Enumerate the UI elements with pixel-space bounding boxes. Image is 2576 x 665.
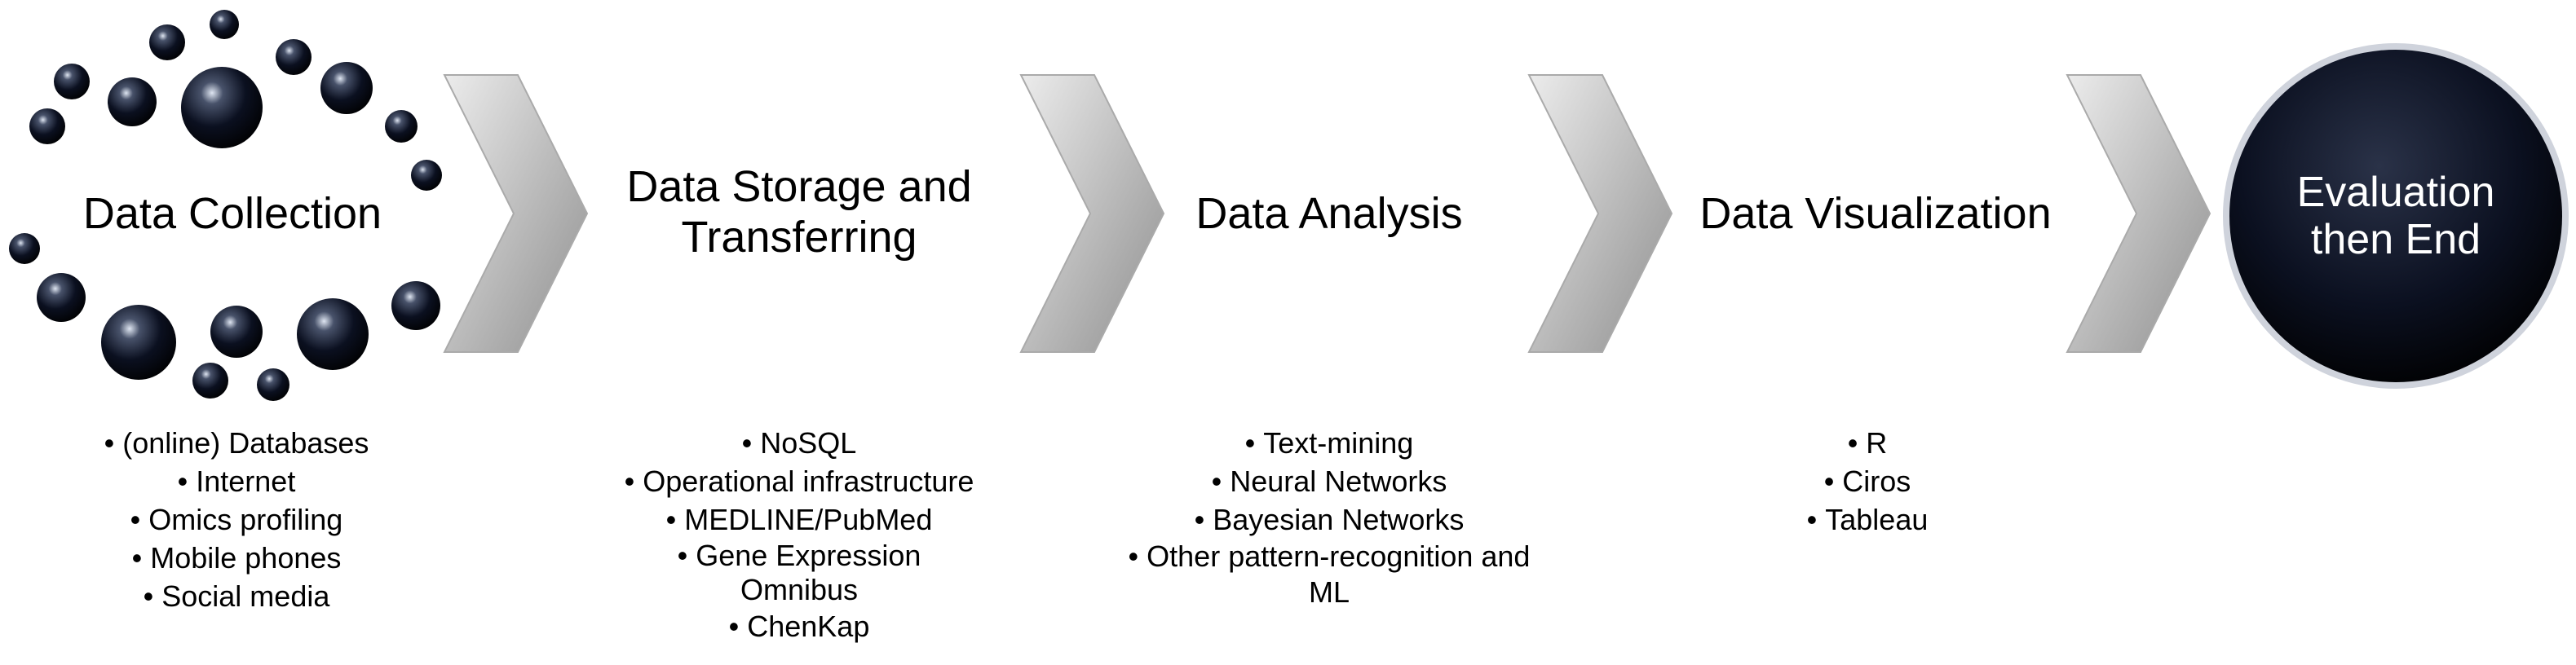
sphere-bubble-icon [385,110,418,143]
sphere-bubble-icon [108,77,157,126]
list-item: Ciros [1704,462,2030,500]
chevron-arrow-icon [2066,74,2211,353]
sphere-bubble-icon [181,67,263,148]
list-item: Internet [33,462,440,500]
sphere-bubble-icon [9,233,40,264]
sphere-bubble-icon [320,62,373,114]
stage-title-data-visualization: Data Visualization [1699,189,2052,238]
stage-title-line: then End [2310,216,2481,263]
sphere-bubble-icon [391,281,440,330]
list-item: Mobile phones [33,539,440,577]
sphere-bubble-icon [276,39,312,75]
list-item: Other pattern-recognition and ML [1125,539,1533,610]
data-storage-list: NoSQL Operational infrastructure MEDLINE… [571,424,1027,645]
sphere-bubble-icon [297,298,369,370]
sphere-bubble-icon [54,64,90,99]
sphere-bubble-icon [210,306,263,358]
list-item: R [1704,424,2030,462]
sphere-bubble-icon [149,24,185,60]
list-item: (online) Databases [33,424,440,462]
list-item: MEDLINE/PubMed [571,500,1027,539]
list-item: Social media [33,577,440,615]
stage-title-evaluation: Evaluation then End [2233,169,2559,263]
chevron-arrow-icon [1019,74,1165,353]
sphere-bubble-icon [257,368,289,401]
list-item: Text-mining [1109,424,1549,462]
data-analysis-list: Text-mining Neural Networks Bayesian Net… [1109,424,1549,610]
list-item: NoSQL [571,424,1027,462]
stage-title-line: Evaluation [2296,169,2495,216]
chevron-arrow-icon [1527,74,1673,353]
end-circle [2223,43,2569,389]
stage-title-line: Data Storage and [626,162,972,211]
list-item: ChenKap [571,607,1027,645]
list-item: Neural Networks [1109,462,1549,500]
sphere-bubble-icon [192,363,228,399]
list-item: Bayesian Networks [1109,500,1549,539]
list-item: Gene Expression Omnibus [665,539,934,607]
list-item: Omics profiling [33,500,440,539]
stage-title-data-collection: Data Collection [82,189,382,238]
list-item: Operational infrastructure [571,462,1027,500]
stage-title-line: Transferring [681,213,917,262]
chevron-arrow-icon [443,74,589,353]
sphere-bubble-icon [411,160,442,191]
stage-title-data-storage: Data Storage and Transferring [571,161,1027,262]
data-collection-list: (online) Databases Internet Omics profil… [33,424,440,615]
sphere-bubble-icon [210,10,239,39]
data-visualization-list: R Ciros Tableau [1704,424,2030,539]
stage-title-data-analysis: Data Analysis [1195,189,1463,238]
list-item: Tableau [1704,500,2030,539]
sphere-bubble-icon [29,108,65,144]
bubble-cluster [9,10,442,401]
sphere-bubble-icon [37,273,86,322]
sphere-bubble-icon [101,305,176,380]
